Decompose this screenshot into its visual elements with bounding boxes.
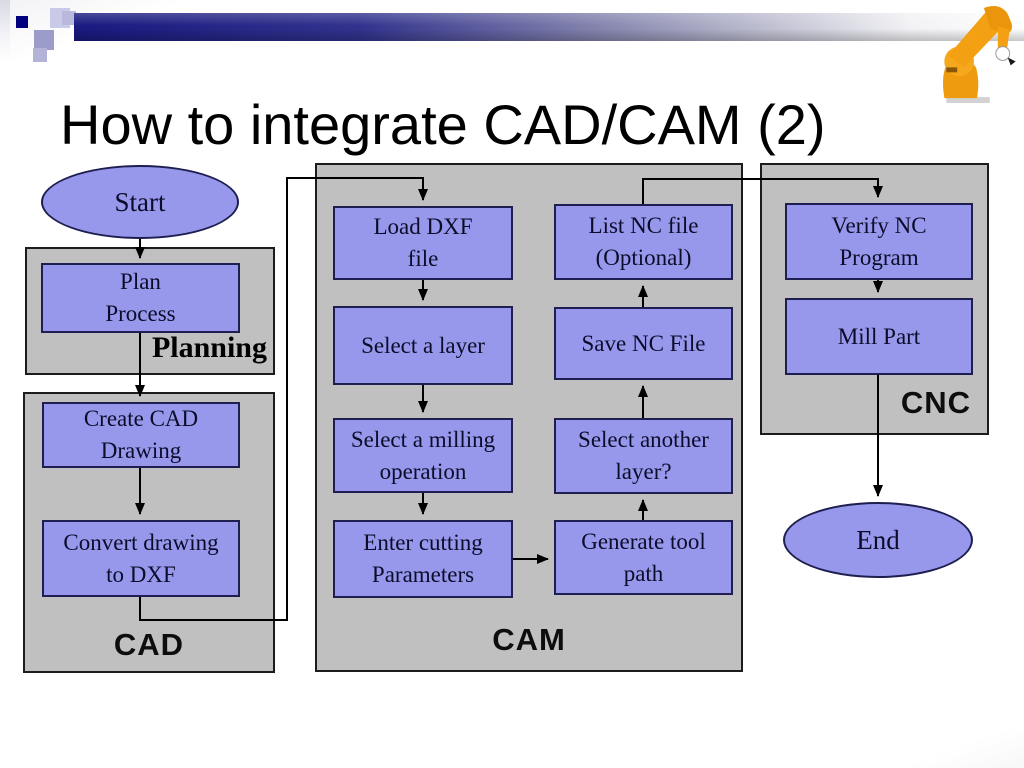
- decor-square-light-2: [62, 11, 76, 25]
- node-select-another-layer: Select another layer?: [554, 418, 733, 494]
- top-accent-bar: [74, 13, 1024, 41]
- group-label-cam: CAM: [492, 622, 566, 657]
- node-load-dxf-file: Load DXF file: [333, 206, 513, 280]
- node-end-terminator: End: [783, 502, 973, 578]
- group-label-planning: Planning: [151, 331, 267, 364]
- group-label-cad: CAD: [113, 627, 185, 662]
- node-start-terminator: Start: [41, 165, 239, 239]
- node-verify-nc-program: Verify NC Program: [785, 203, 973, 280]
- node-enter-cutting-parameters: Enter cutting Parameters: [333, 520, 513, 598]
- robot-arm-icon: [942, 5, 1016, 104]
- node-list-nc-file: List NC file (Optional): [554, 204, 733, 280]
- node-generate-tool-path: Generate tool path: [554, 520, 733, 595]
- node-plan-process: Plan Process: [41, 263, 240, 333]
- decor-square-navy: [16, 16, 28, 28]
- node-convert-drawing-to-dxf: Convert drawing to DXF: [42, 520, 240, 597]
- decor-square-mid: [34, 30, 54, 50]
- left-gradient-strip: [0, 0, 10, 62]
- group-label-cnc: CNC: [900, 385, 971, 420]
- node-mill-part: Mill Part: [785, 298, 973, 375]
- slide-title: How to integrate CAD/CAM (2): [60, 93, 826, 156]
- decor-square-small: [33, 48, 47, 62]
- node-save-nc-file: Save NC File: [554, 307, 733, 380]
- node-create-cad-drawing: Create CAD Drawing: [42, 402, 240, 468]
- node-select-milling-operation: Select a milling operation: [333, 418, 513, 493]
- node-select-a-layer: Select a layer: [333, 306, 513, 385]
